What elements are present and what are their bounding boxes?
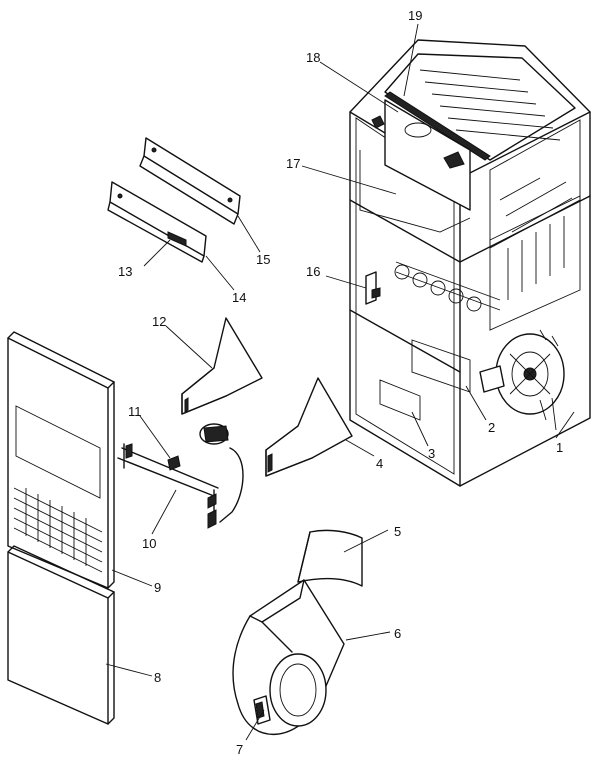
part-4-deflector-bracket [265,377,353,477]
part-9-upper-door [7,331,115,589]
callout-4: 4 [376,456,383,471]
callout-14: 14 [232,290,246,305]
callout-10: 10 [142,536,156,551]
gas-manifold-assembly [117,423,244,529]
callout-2: 2 [488,420,495,435]
callout-9: 9 [154,580,161,595]
part-8-lower-door [7,545,115,725]
callout-16: 16 [306,264,320,279]
callout-13: 13 [118,264,132,279]
callout-labels: 19 18 17 16 1 2 3 4 5 6 7 8 9 10 11 12 1… [118,8,563,757]
furnace-cabinet [349,39,591,487]
callout-8: 8 [154,670,161,685]
callout-1: 1 [556,440,563,455]
callout-19: 19 [408,8,422,23]
callout-11: 11 [128,404,142,419]
callout-15: 15 [256,252,270,267]
callout-18: 18 [306,50,320,65]
callout-3: 3 [428,446,435,461]
part-14-control-bracket [107,181,207,263]
part-5-cutoff-plate [297,529,363,587]
part-6-blower-housing [232,579,345,735]
leader-lines [105,23,575,741]
part-15-mounting-plate [139,137,241,225]
callout-17: 17 [286,156,300,171]
part-12-bracket [181,317,263,415]
callout-6: 6 [394,626,401,641]
callout-5: 5 [394,524,401,539]
callout-12: 12 [152,314,166,329]
callout-7: 7 [236,742,243,757]
